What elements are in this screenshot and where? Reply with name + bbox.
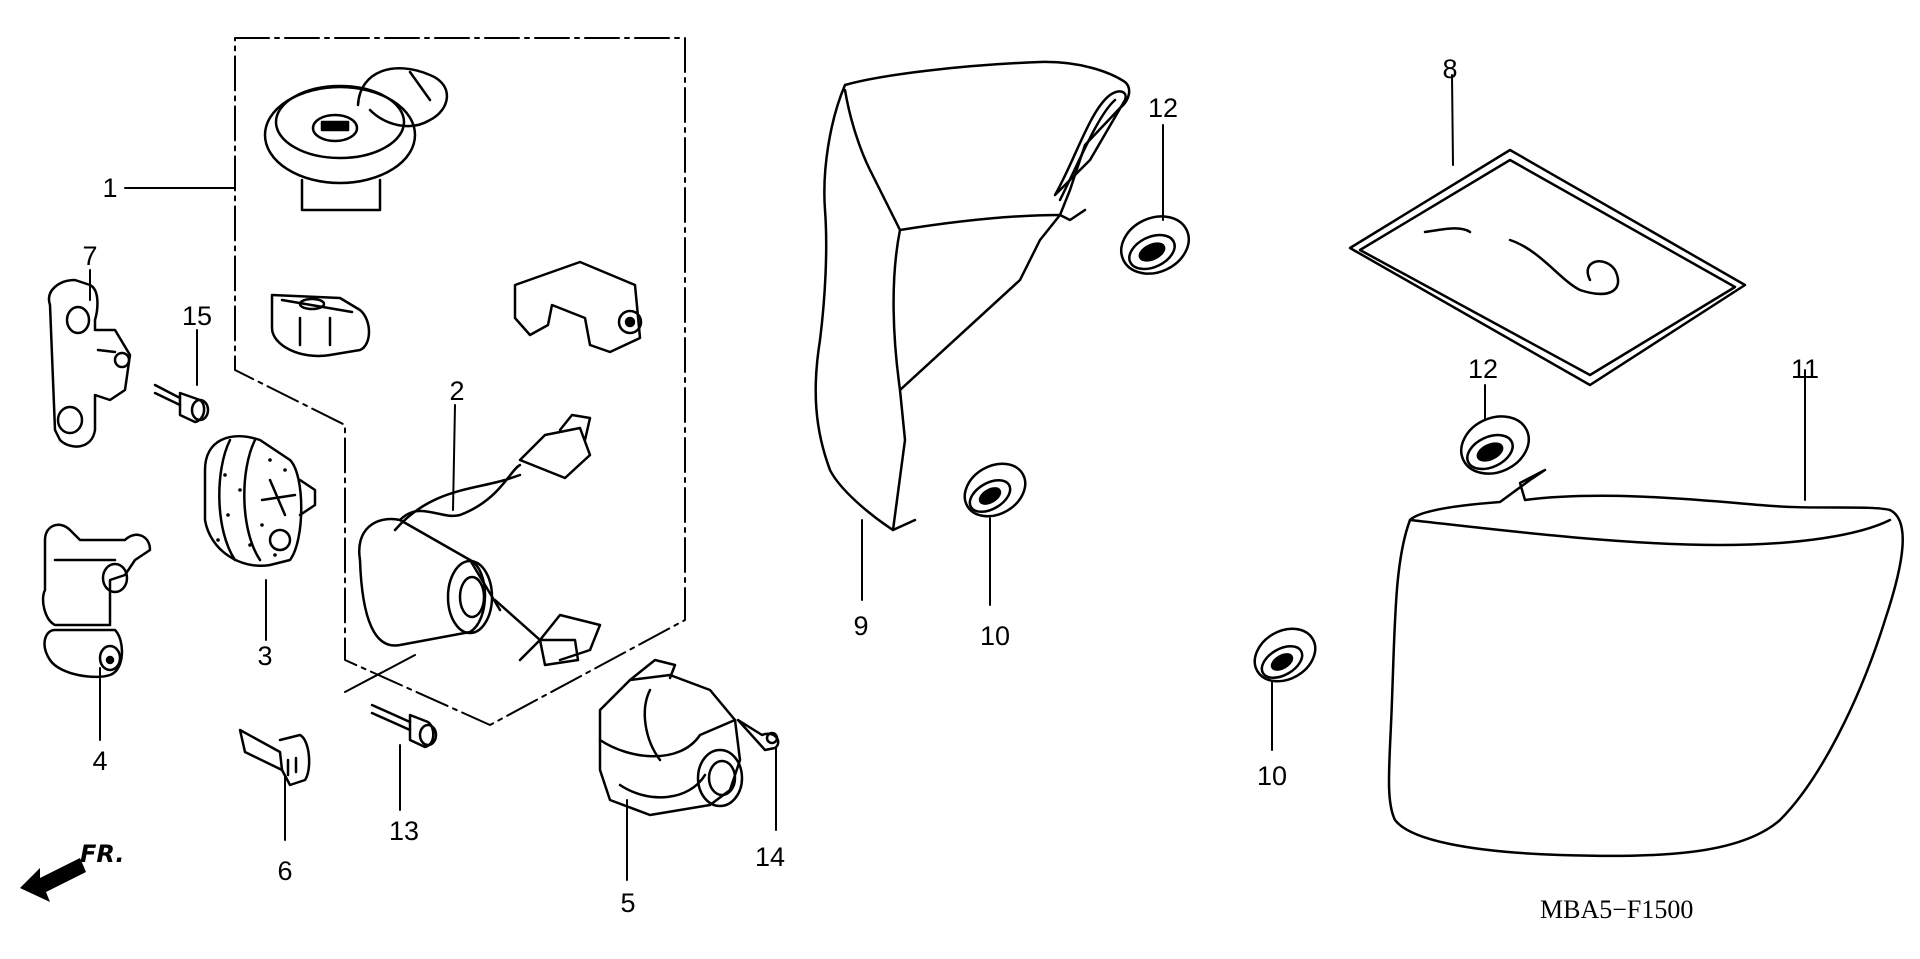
front-label: FR. bbox=[80, 840, 124, 868]
callout-12: 12 bbox=[1148, 93, 1178, 123]
front-arrow-icon bbox=[20, 858, 86, 902]
callout-10: 10 bbox=[980, 621, 1010, 651]
mat bbox=[1348, 148, 1747, 387]
callout-1: 1 bbox=[102, 173, 117, 203]
left-side-cover bbox=[814, 60, 1131, 532]
callout-6: 6 bbox=[277, 856, 292, 886]
callout-8: 8 bbox=[1442, 54, 1457, 84]
drawing-code: MBA5−F1500 bbox=[1540, 895, 1693, 924]
callout-7: 7 bbox=[82, 241, 97, 271]
bolt-13 bbox=[370, 703, 438, 749]
callout-14: 14 bbox=[755, 842, 785, 872]
right-side-cover bbox=[1387, 468, 1904, 858]
leader-lines bbox=[89, 74, 1806, 881]
clip-block bbox=[270, 293, 371, 358]
hinge-bracket bbox=[41, 523, 152, 679]
c-bracket bbox=[513, 260, 643, 354]
callout-12: 12 bbox=[1468, 354, 1498, 384]
lock-body bbox=[203, 435, 317, 568]
stay-plate bbox=[47, 278, 132, 448]
callout-5: 5 bbox=[620, 888, 635, 918]
key bbox=[238, 728, 311, 787]
callout-9: 9 bbox=[853, 611, 868, 641]
grommet-12-right bbox=[1460, 415, 1530, 475]
callout-4: 4 bbox=[92, 746, 107, 776]
callout-13: 13 bbox=[389, 816, 419, 846]
callout-3: 3 bbox=[257, 641, 272, 671]
grommet-10-left bbox=[963, 462, 1027, 518]
screw-14 bbox=[736, 718, 780, 752]
callout-11: 11 bbox=[1791, 354, 1819, 384]
callout-15: 15 bbox=[182, 301, 212, 331]
bolt-15 bbox=[153, 383, 210, 424]
grommet-12-left bbox=[1120, 215, 1190, 275]
assembly-boundary bbox=[234, 37, 686, 726]
callout-10: 10 bbox=[1257, 761, 1287, 791]
grommet-10-right bbox=[1253, 627, 1317, 683]
ignition-switch-cap bbox=[263, 67, 449, 212]
callout-2: 2 bbox=[449, 376, 464, 406]
seat-lock-cylinder bbox=[357, 413, 602, 667]
fuel-lid-lock bbox=[598, 658, 744, 817]
